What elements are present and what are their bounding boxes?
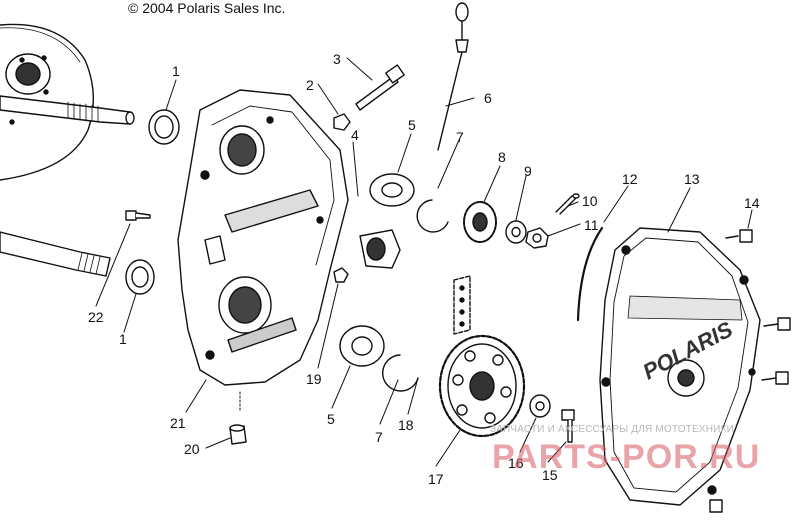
- upper-shaft: [0, 95, 135, 125]
- cotter-pin: [555, 193, 580, 215]
- chaincase-cover: [599, 227, 761, 506]
- copyright-text: © 2004 Polaris Sales Inc.: [128, 0, 286, 16]
- nut-19: [333, 267, 349, 283]
- washer-16: [529, 394, 551, 418]
- callout-labels: 1 1 2 3 4 5 5 6 7 7 8 9 10 11 12 13 14 1…: [88, 51, 760, 487]
- callout-9: 9: [524, 163, 532, 179]
- callout-1-upper: 1: [172, 63, 180, 79]
- seal-lower: [125, 259, 155, 295]
- bolt-3: [355, 64, 405, 111]
- castle-nut: [525, 227, 549, 249]
- callout-15: 15: [542, 467, 558, 483]
- snap-ring-upper: [416, 199, 449, 233]
- leader-lines: [95, 57, 753, 467]
- washer-9: [505, 220, 527, 244]
- drive-chain: [453, 275, 471, 335]
- watermark-brand: PARTS-POR.RU: [492, 438, 761, 476]
- callout-5-upper: 5: [408, 117, 416, 133]
- callout-21: 21: [170, 415, 186, 431]
- sprocket-8: [463, 201, 497, 243]
- callout-20: 20: [184, 441, 200, 457]
- callout-2: 2: [306, 77, 314, 93]
- gasket: [576, 226, 604, 322]
- callout-3: 3: [333, 51, 341, 67]
- sprocket-17: [438, 334, 526, 438]
- watermark-tagline: ЗАПЧАСТИ И АКСЕССУАРЫ ДЛЯ МОТОТЕХНИКИ: [490, 424, 735, 435]
- bolt-22: [125, 210, 151, 221]
- callout-6: 6: [484, 90, 492, 106]
- callout-13: 13: [684, 171, 700, 187]
- callout-19: 19: [306, 371, 322, 387]
- callout-18: 18: [398, 417, 414, 433]
- callout-10: 10: [582, 193, 598, 209]
- callout-1-lower: 1: [119, 331, 127, 347]
- callout-17: 17: [428, 471, 444, 487]
- nut-2: [333, 113, 351, 131]
- callout-7-lower: 7: [375, 429, 383, 445]
- tensioner-4: [359, 229, 401, 269]
- callout-8: 8: [498, 149, 506, 165]
- callout-4: 4: [351, 127, 359, 143]
- callout-5-lower: 5: [327, 411, 335, 427]
- drain-plug: [229, 424, 247, 445]
- callout-12: 12: [622, 171, 638, 187]
- callout-22: 22: [88, 309, 104, 325]
- chaincase-housing: [177, 89, 349, 386]
- seal-upper: [148, 109, 180, 145]
- snap-ring-lower: [382, 354, 419, 392]
- bearing-upper: [369, 173, 415, 207]
- callout-7-upper: 7: [456, 129, 464, 145]
- dipstick: [437, 2, 469, 151]
- lower-shaft: [0, 231, 111, 277]
- cover-bolts: [709, 229, 791, 513]
- bearing-lower: [339, 325, 385, 367]
- callout-14: 14: [744, 195, 760, 211]
- callout-11: 11: [584, 217, 599, 233]
- bolt-15: [561, 409, 575, 443]
- callout-16: 16: [508, 455, 524, 471]
